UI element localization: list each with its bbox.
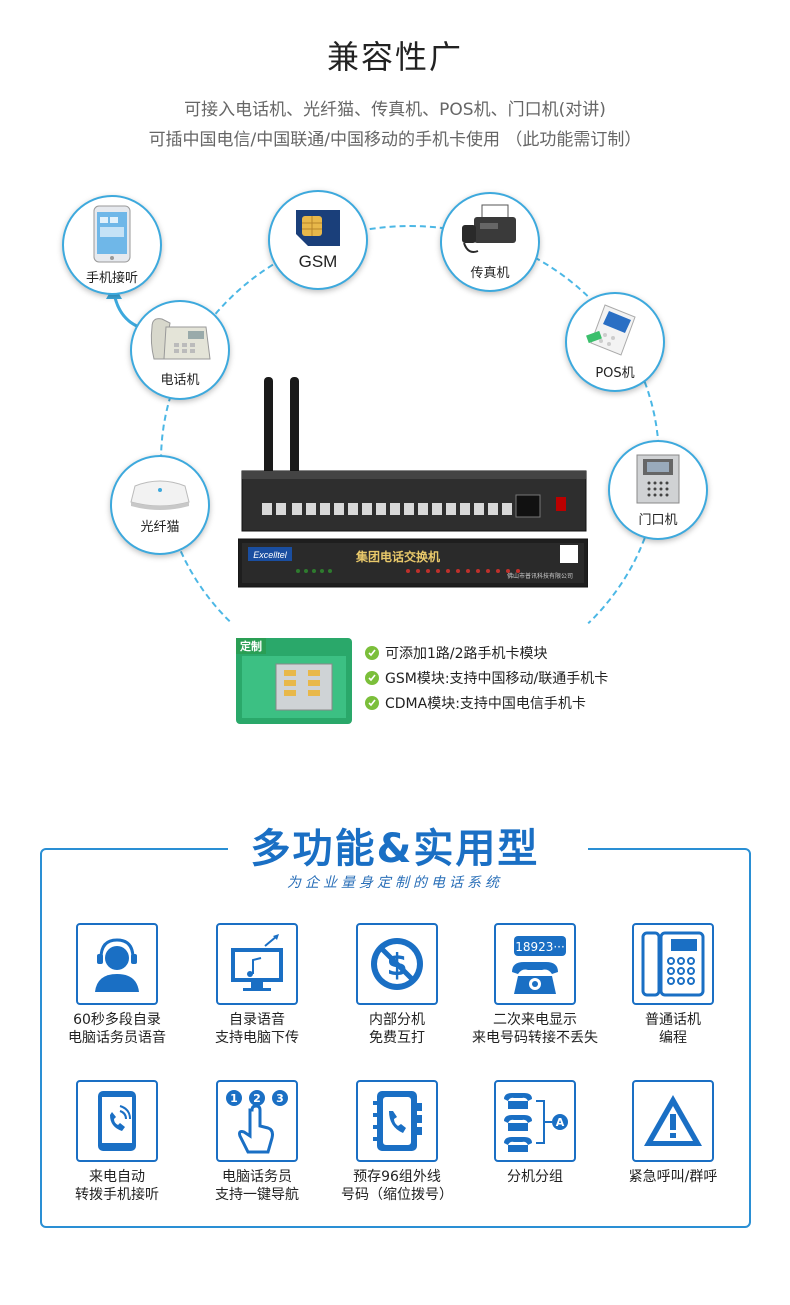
check-icon [365,645,379,660]
feature-item: 可添加1路/2路手机卡模块 [365,640,608,665]
monitor-music-icon [231,934,283,991]
section-subtitle-features: 为企业量身定制的电话系统 [287,875,503,891]
caption-line1: 二次来电显示 [493,1012,577,1028]
feature-tile-navigation: 1 2 3 [216,1080,298,1162]
feature-caption: 分机分组 [455,1168,615,1186]
node-gsm-label: GSM [298,252,338,271]
node-phone: 电话机 [130,300,230,400]
phone-group-icon: A [504,1093,568,1152]
feature-tile-voice-upload [216,923,298,1005]
caption-line2: 支持电脑下传 [215,1030,299,1046]
caption-line1: 来电自动 [89,1169,145,1185]
caption-line1: 内部分机 [369,1012,425,1028]
feature-tile-caller-id: 18923··· [494,923,576,1005]
feature-item: GSM模块:支持中国移动/联通手机卡 [365,665,608,690]
node-mobile: 手机接听 [62,195,162,295]
smartphone-icon [93,205,131,262]
fax-machine-icon [462,204,516,253]
node-fax-label: 传真机 [470,266,510,281]
feature-caption: 二次来电显示来电号码转接不丢失 [455,1011,615,1047]
warning-icon [644,1095,702,1146]
pos-terminal-icon [586,304,636,356]
brand-text: Excelltel [253,550,288,560]
feature-caption: 内部分机免费互打 [317,1011,477,1047]
feature-tile-free-call: $ [356,923,438,1005]
feature-item: CDMA模块:支持中国电信手机卡 [365,690,608,715]
sim-module-image: 定制 [236,638,352,724]
node-door: 门口机 [608,440,708,540]
section-title-compat: 兼容性广 [326,38,463,76]
caption-line2: 转拨手机接听 [75,1187,159,1203]
node-phone-label: 电话机 [160,372,200,388]
callerid-number: 18923··· [515,940,565,954]
feature-tile-grouping: A [494,1080,576,1162]
feature-tile-speed-dial [356,1080,438,1162]
feature-caption: 来电自动转拨手机接听 [37,1168,197,1204]
compat-desc-line2: 可插中国电信/中国联通/中国移动的手机卡使用 （此功能需订制） [148,130,642,150]
check-icon [365,695,379,710]
caption-line1: 60秒多段自录 [73,1012,161,1028]
svg-text:2: 2 [253,1092,261,1105]
one-key-navigation-icon: 1 2 3 [226,1090,288,1154]
feature-caption: 60秒多段自录电脑话务员语音 [37,1011,197,1047]
intercom-icon [636,454,680,503]
node-door-label: 门口机 [638,512,678,528]
panel-title-mask [228,818,588,878]
svg-text:3: 3 [276,1092,284,1105]
node-modem: 光纤猫 [110,455,210,555]
feature-text: GSM模块:支持中国移动/联通手机卡 [385,670,609,687]
feature-caption: 电脑话务员支持一键导航 [177,1168,337,1204]
caption-line2: 号码（缩位拨号） [341,1187,453,1203]
module-badge: 定制 [240,639,262,653]
desk-phone-icon [150,317,211,359]
svg-text:A: A [556,1116,565,1129]
sim-card-icon [296,210,340,246]
feature-caption: 紧急呼叫/群呼 [593,1168,753,1186]
module-feature-list: 可添加1路/2路手机卡模块 GSM模块:支持中国移动/联通手机卡 CDMA模块:… [365,640,608,715]
feature-caption: 普通话机编程 [593,1011,753,1047]
feature-caption: 预存96组外线号码（缩位拨号） [317,1168,477,1204]
compat-desc-line1: 可接入电话机、光纤猫、传真机、POS机、门口机(对讲) [184,100,606,120]
caption-line2: 电脑话务员语音 [68,1030,166,1046]
feature-tile-programming [632,923,714,1005]
no-fee-icon: $ [371,938,423,990]
caption-line2: 编程 [659,1030,687,1046]
feature-tile-emergency [632,1080,714,1162]
caption-line1: 分机分组 [507,1169,563,1185]
node-fax: 传真机 [440,192,540,292]
device-panel-text: 集团电话交换机 [355,549,440,564]
caption-line1: 自录语音 [229,1012,285,1028]
node-pos: POS机 [565,292,665,392]
node-modem-label: 光纤猫 [140,519,180,535]
mobile-ringing-icon [98,1091,136,1151]
node-gsm: GSM [268,190,368,290]
node-pos-label: POS机 [595,366,635,381]
node-mobile-label: 手机接听 [85,270,138,286]
feature-text: 可添加1路/2路手机卡模块 [385,645,548,662]
caption-line2: 来电号码转接不丢失 [472,1030,598,1046]
caption-line2: 免费互打 [369,1030,425,1046]
caption-line2: 支持一键导航 [215,1187,299,1203]
router-icon [130,480,190,510]
section-title-features: 多功能&实用型 [250,826,540,872]
feature-caption: 自录语音支持电脑下传 [177,1011,337,1047]
caption-line1: 预存96组外线 [353,1169,441,1185]
feature-tile-mobile-forward [76,1080,158,1162]
caption-line1: 紧急呼叫/群呼 [628,1169,718,1185]
desk-phone-keypad-icon [641,931,705,997]
caller-id-phone-icon: 18923··· [512,936,566,994]
headset-operator-icon [95,938,139,992]
check-icon [365,670,379,685]
device-company-text: 佛山市普讯科技有限公司 [507,572,573,580]
svg-text:1: 1 [230,1092,238,1105]
caption-line1: 电脑话务员 [222,1169,292,1185]
caption-line1: 普通话机 [645,1012,701,1028]
pbx-device-image: Excelltel 集团电话交换机 佛山市普讯科技有限公司 [237,375,589,590]
feature-tile-recording [76,923,158,1005]
phonebook-icon [373,1091,422,1151]
feature-text: CDMA模块:支持中国电信手机卡 [385,695,586,712]
